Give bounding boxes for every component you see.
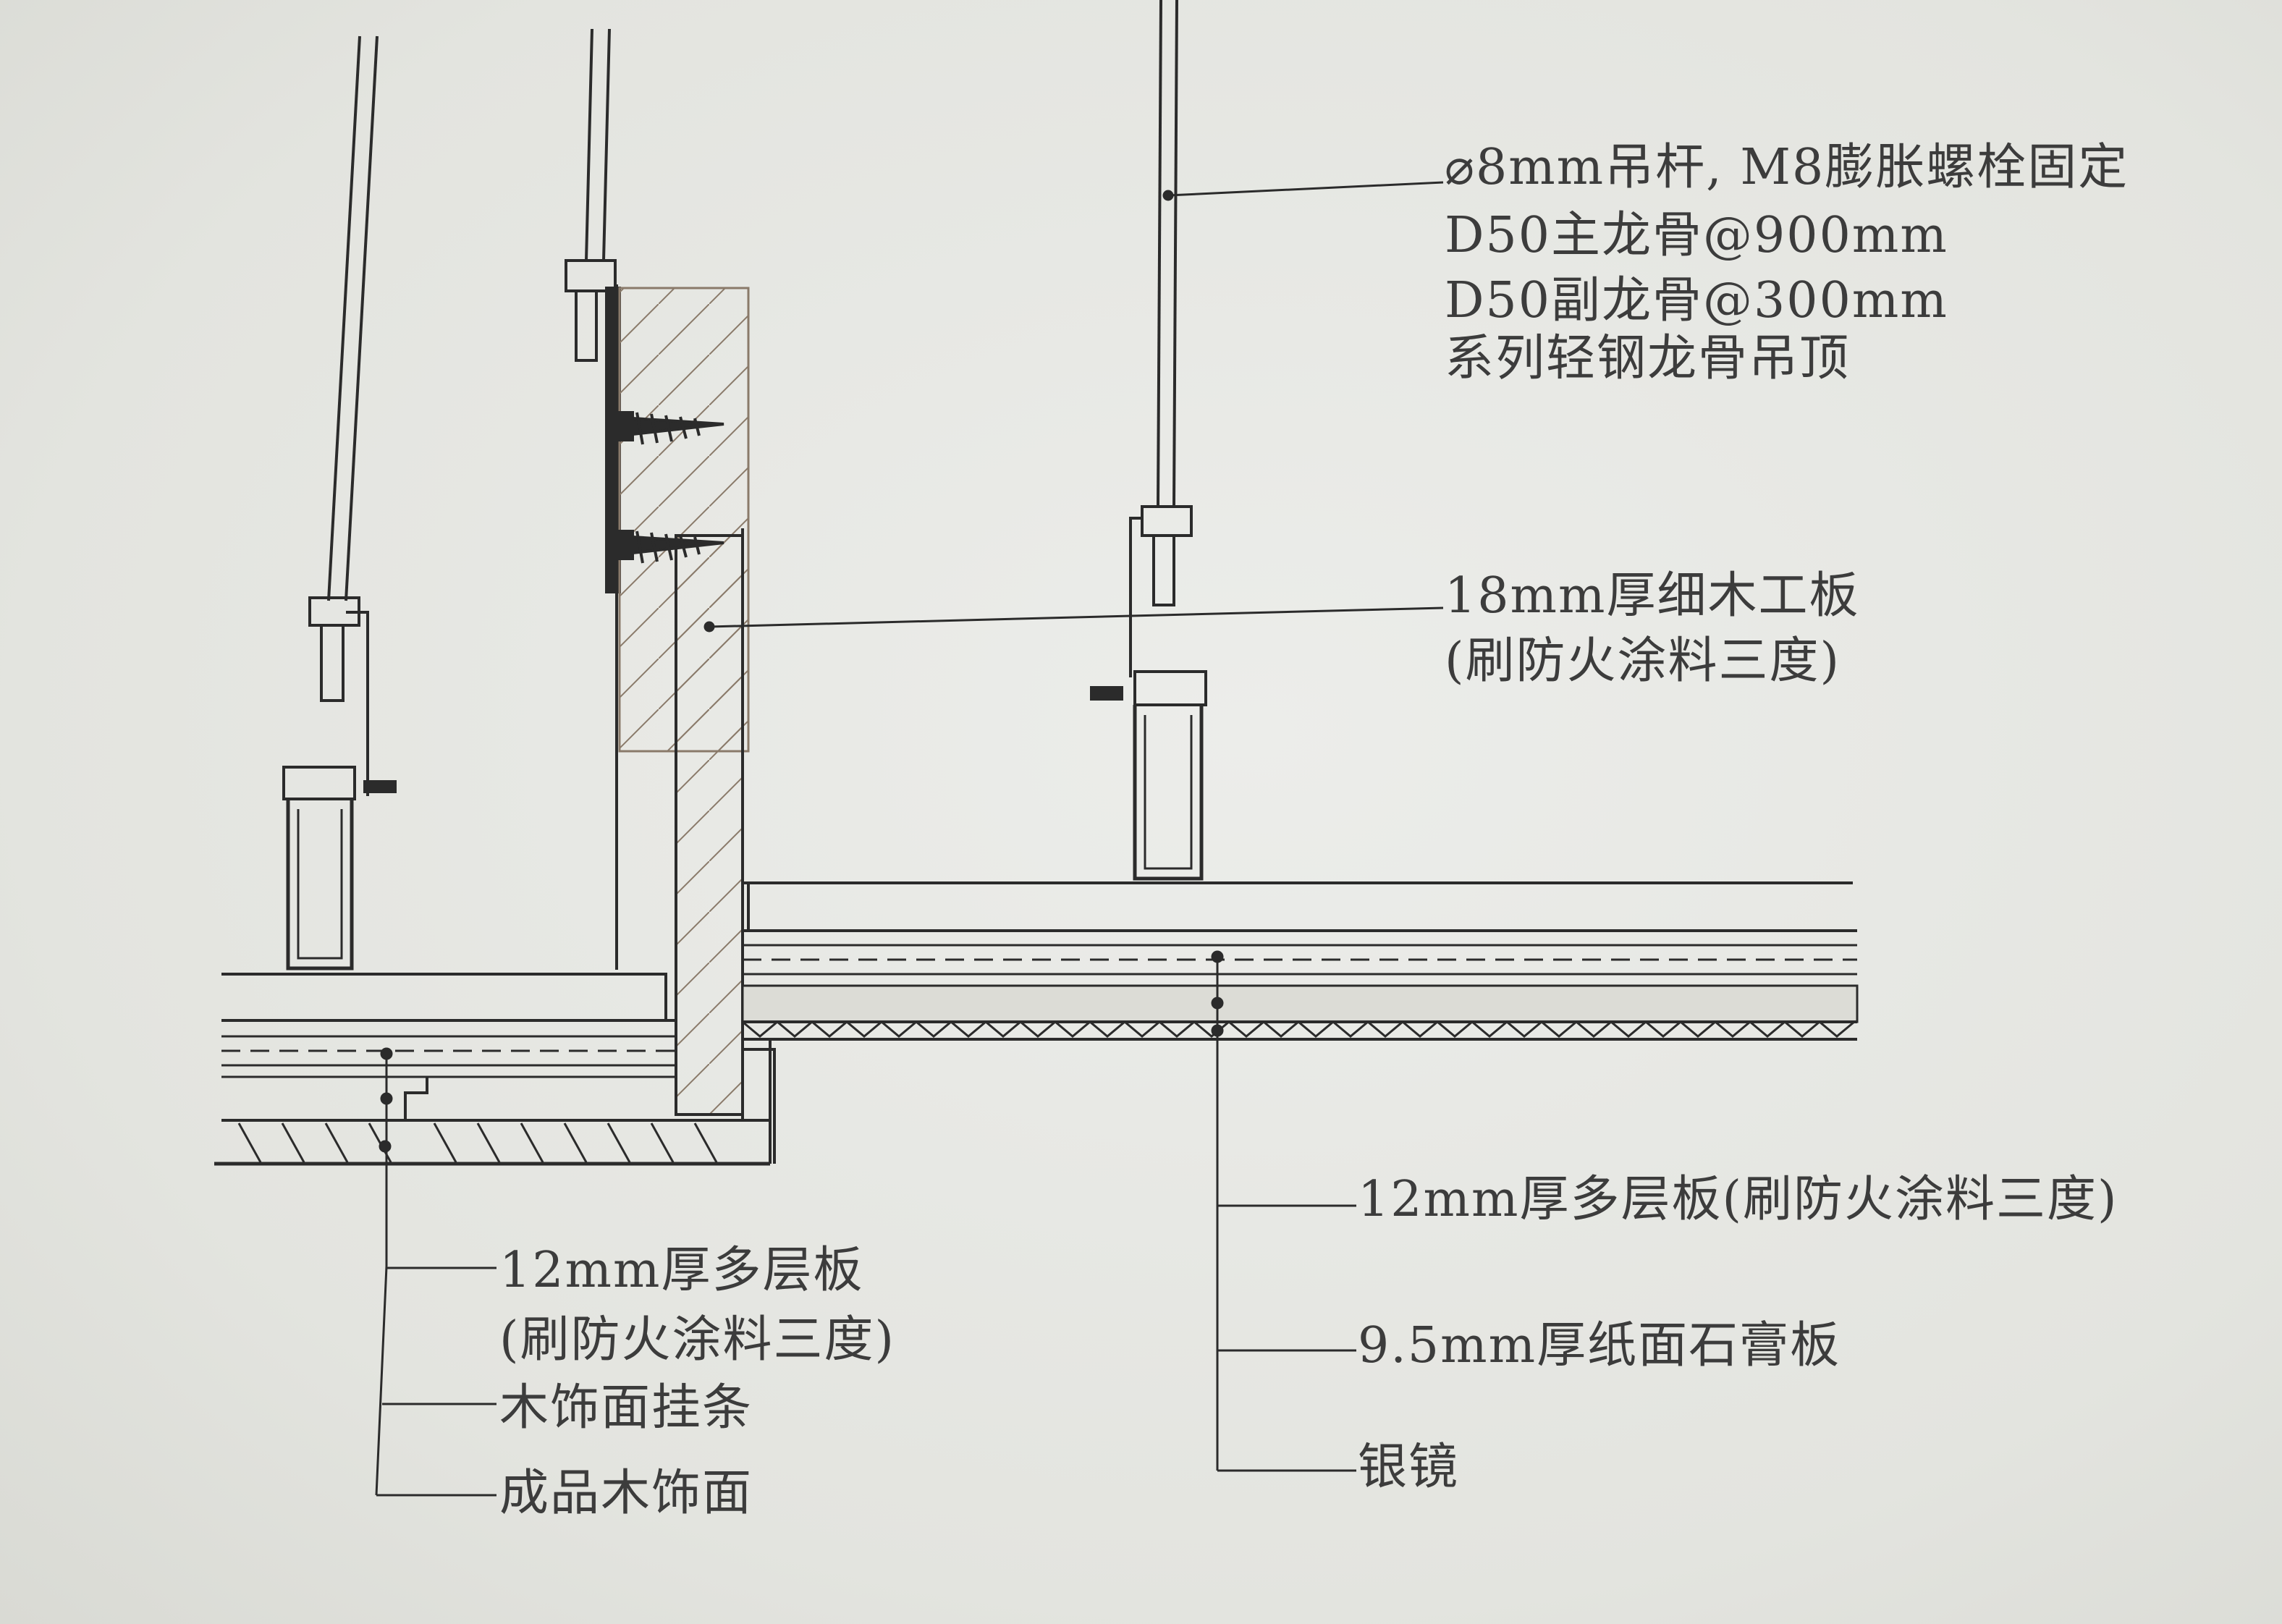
mirror-hatch xyxy=(742,1020,1855,1038)
leader-lines xyxy=(375,181,1444,1497)
left-hanger-assembly xyxy=(282,35,397,970)
screw-upper xyxy=(614,411,724,445)
left-clip-bolt xyxy=(363,780,397,793)
label-gypsum: 9.5mm厚纸面石膏板 xyxy=(1358,1317,1841,1374)
right-ceiling-layers xyxy=(741,881,1859,1120)
leader-blockboard xyxy=(709,606,1444,628)
label-plywood-left: 12mm厚多层板 xyxy=(499,1242,864,1299)
left-veneer-hatch xyxy=(237,1122,718,1163)
left-hanger-bracket xyxy=(346,611,369,796)
right-main-keel xyxy=(1133,705,1204,881)
leader-left-stack-lower xyxy=(375,1266,388,1496)
label-blockboard-note: (刷防火涂料三度) xyxy=(1445,633,1841,690)
label-wood-veneer: 成品木饰面 xyxy=(499,1465,753,1522)
label-wood-strip: 木饰面挂条 xyxy=(499,1379,753,1437)
bulkhead-hanger-rod xyxy=(585,28,593,261)
label-blockboard: 18mm厚细木工板 xyxy=(1445,567,1860,625)
veneer-return-upper xyxy=(743,1048,776,1164)
right-keel-end xyxy=(747,881,803,929)
right-main-keel-inner xyxy=(1144,715,1193,870)
left-clip-head xyxy=(282,766,356,800)
label-ceiling-system: 系列轻钢龙骨吊顶 xyxy=(1445,330,1851,387)
label-plywood-left-note: (刷防火涂料三度) xyxy=(499,1311,896,1369)
left-main-keel xyxy=(286,799,354,970)
bulkhead-hanger-rod-edge xyxy=(602,28,611,261)
bulkhead-assembly xyxy=(565,28,750,1120)
left-ceiling-layers xyxy=(214,973,776,1166)
left-keel-end xyxy=(601,973,667,1020)
left-main-keel-inner xyxy=(297,809,343,960)
leader-hanger-rod xyxy=(1167,181,1444,197)
bulkhead-rod-nut xyxy=(565,259,617,292)
bulkhead-angle xyxy=(615,284,618,970)
label-plywood-right: 12mm厚多层板(刷防火涂料三度) xyxy=(1358,1171,2118,1228)
right-clip-head xyxy=(1133,670,1207,706)
left-rod-end xyxy=(320,624,345,702)
right-hanger-assembly xyxy=(1090,0,1207,881)
label-hanger-rod: ⌀8mm吊杆, M8膨胀螺栓固定 xyxy=(1445,139,2129,196)
right-rod-nut xyxy=(1141,505,1193,537)
screw-lower xyxy=(614,530,724,564)
label-mirror: 银镜 xyxy=(1358,1439,1460,1496)
veneer-return xyxy=(743,1119,772,1164)
right-rod-end xyxy=(1152,534,1175,606)
right-clip-bolt xyxy=(1090,686,1123,701)
left-hanger-rod xyxy=(327,35,361,601)
left-wood-strip xyxy=(404,1077,428,1120)
right-hanger-bracket xyxy=(1129,517,1144,677)
right-hanger-rod-edge xyxy=(1172,0,1178,507)
bulkhead-rod-end xyxy=(575,289,598,362)
gypsum-board-layer xyxy=(741,984,1859,1023)
left-hanger-rod-edge xyxy=(345,35,379,601)
label-main-keel: D50主龙骨@900mm xyxy=(1445,207,1948,264)
label-secondary-keel: D50副龙骨@300mm xyxy=(1445,272,1948,329)
right-hanger-rod xyxy=(1157,0,1162,507)
